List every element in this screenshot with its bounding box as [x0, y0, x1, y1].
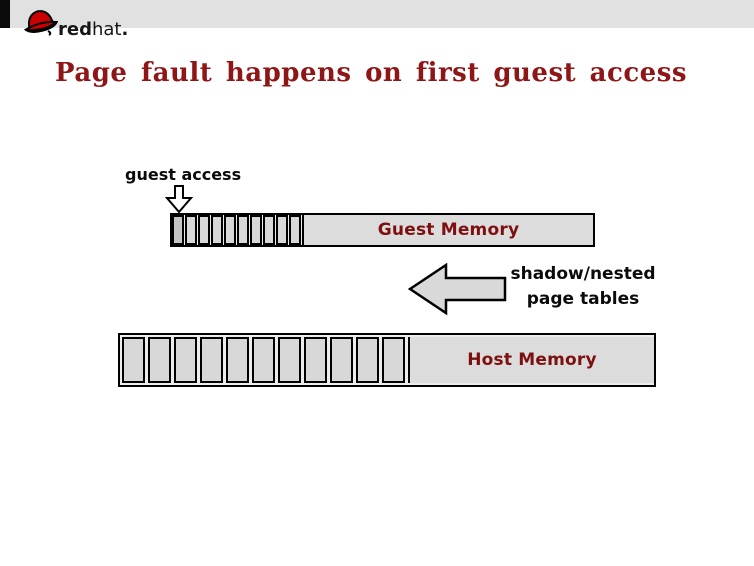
header-band [0, 0, 754, 28]
memory-cell [185, 215, 197, 245]
left-block-arrow-icon [407, 262, 508, 320]
memory-cell [226, 337, 249, 383]
memory-cell [224, 215, 236, 245]
logo-dot: . [121, 19, 129, 40]
memory-cell [356, 337, 379, 383]
guest-memory-label: Guest Memory [302, 215, 593, 245]
down-arrow-icon [164, 185, 194, 218]
memory-cell [252, 337, 275, 383]
memory-cell [122, 337, 145, 383]
memory-cell [278, 337, 301, 383]
memory-cell [382, 337, 405, 383]
page-tables-label-line1: shadow/nested [510, 264, 656, 284]
host-memory-bar: Host Memory [118, 333, 656, 387]
page-title: Page fault happens on first guest access [55, 58, 687, 88]
memory-cell [200, 337, 223, 383]
logo-word-hat: hat [91, 19, 122, 40]
memory-cell [330, 337, 353, 383]
guest-access-label: guest access [125, 165, 242, 184]
memory-cell [289, 215, 301, 245]
guest-memory-bar: Guest Memory [170, 213, 595, 247]
memory-cell [174, 337, 197, 383]
memory-cell [304, 337, 327, 383]
memory-cell [211, 215, 223, 245]
redhat-logo: redhat. [22, 3, 162, 43]
memory-cell [237, 215, 249, 245]
logo-word-red: red [58, 19, 92, 40]
corner-decoration [0, 0, 10, 28]
memory-cell [172, 215, 184, 245]
host-memory-label: Host Memory [408, 337, 654, 383]
page-tables-label: shadow/nested page tables [503, 262, 663, 312]
memory-cell [148, 337, 171, 383]
memory-cell [198, 215, 210, 245]
fedora-hat-icon [22, 5, 59, 41]
memory-cell [276, 215, 288, 245]
logo-wordmark: redhat. [58, 19, 128, 40]
memory-cell [250, 215, 262, 245]
page-tables-label-line2: page tables [526, 289, 640, 309]
memory-cell [263, 215, 275, 245]
